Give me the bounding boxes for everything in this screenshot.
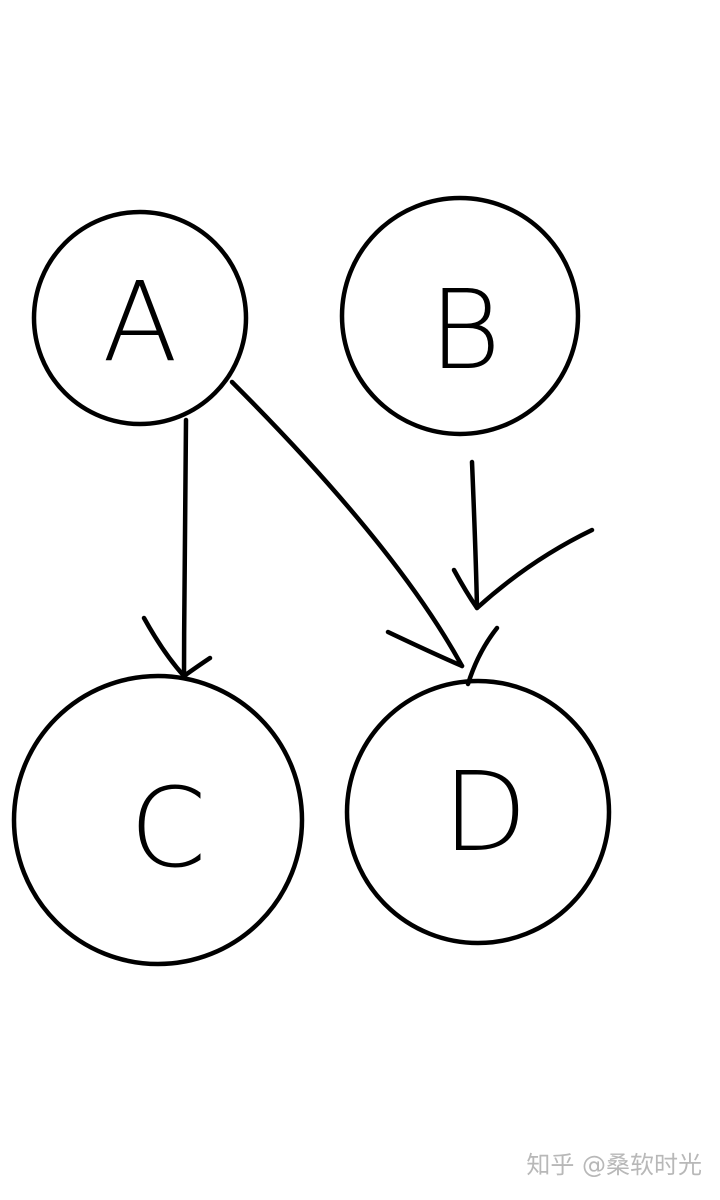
node-b[interactable]: B (339, 195, 581, 437)
node-a-label: A (102, 258, 177, 386)
edge-a-to-c-line (181, 417, 189, 681)
node-d-circle (344, 678, 612, 946)
node-c-circle (11, 673, 305, 967)
node-b-circle (339, 195, 581, 437)
watermark-text: 知乎 @桑软时光 (526, 1151, 702, 1179)
edge-a-to-d-arrowhead (385, 629, 465, 669)
node-b-label: B (429, 266, 501, 394)
edge-a-to-d (229, 379, 465, 669)
node-d-label: D (443, 748, 528, 876)
edge-b-to-d-line (469, 459, 480, 611)
node-c[interactable]: C (11, 673, 305, 967)
edge-a-to-c (141, 417, 213, 681)
edge-a-to-d-line (229, 379, 465, 669)
node-a[interactable]: A (31, 209, 249, 427)
edge-b-to-d-arrowhead (451, 527, 595, 611)
node-c-label: C (130, 764, 207, 892)
edge-b-to-d (451, 459, 595, 687)
edge-b-to-d-tail (465, 625, 500, 687)
node-d[interactable]: D (344, 678, 612, 946)
node-a-circle (31, 209, 249, 427)
edge-a-to-c-arrowhead (141, 615, 213, 679)
